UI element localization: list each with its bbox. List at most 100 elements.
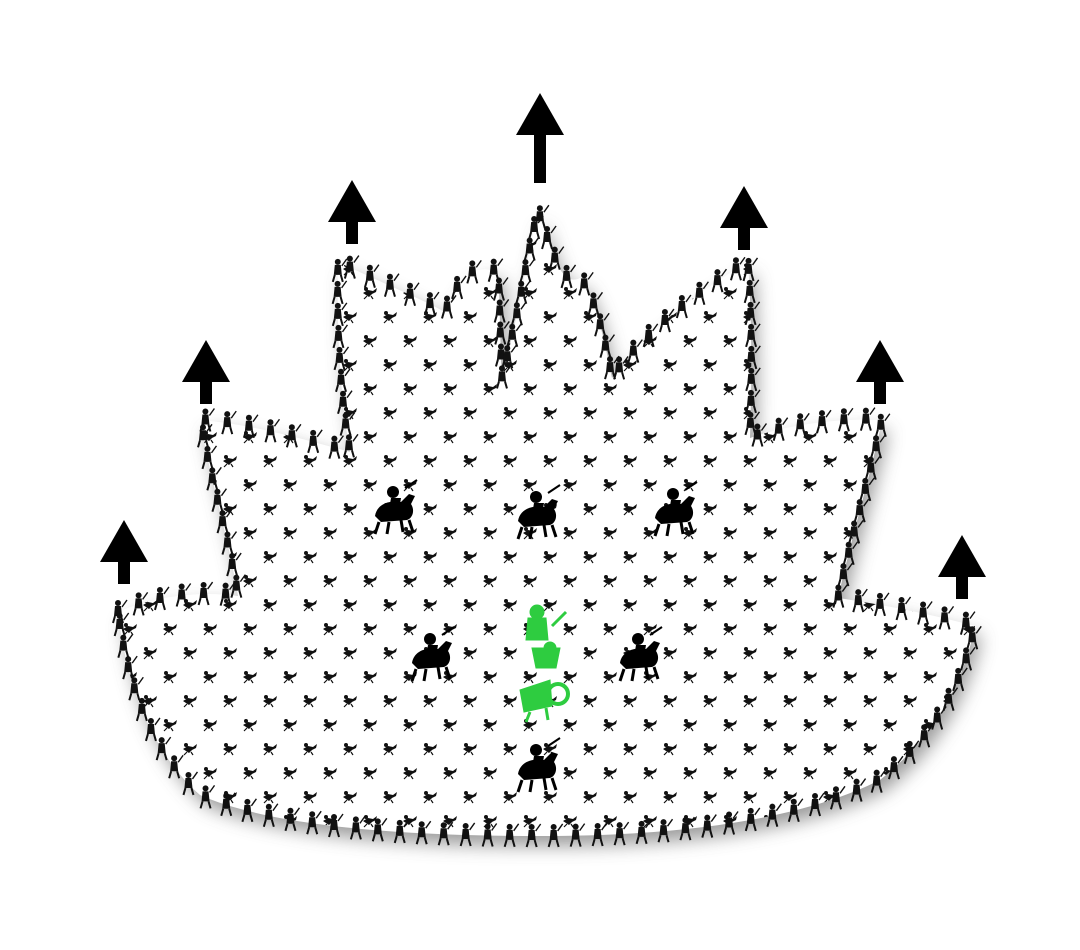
- soldier-glyph-icon: [642, 286, 658, 300]
- soldier-glyph-icon: [602, 286, 618, 300]
- soldier-glyph-icon: [462, 214, 478, 228]
- soldier-glyph-icon: [182, 262, 198, 276]
- soldier-glyph-icon: [942, 262, 958, 276]
- soldier-glyph-icon: [103, 263, 117, 275]
- soldier-glyph-icon: [922, 526, 938, 540]
- soldier-glyph-icon: [302, 310, 318, 324]
- soldier-glyph-icon: [842, 814, 858, 828]
- soldier-glyph-icon: [103, 503, 117, 515]
- soldier-glyph-icon: [262, 310, 278, 324]
- soldier-glyph-icon: [502, 214, 518, 228]
- soldier-glyph-icon: [842, 286, 858, 300]
- soldier-glyph-icon: [262, 214, 278, 228]
- soldier-glyph-icon: [202, 238, 218, 252]
- soldier-glyph-icon: [983, 311, 997, 323]
- soldier-glyph-icon: [983, 647, 997, 659]
- soldier-glyph-icon: [722, 238, 738, 252]
- soldier-glyph-icon: [842, 334, 858, 348]
- soldier-glyph-icon: [282, 238, 298, 252]
- soldier-glyph-icon: [862, 214, 878, 228]
- soldier-glyph-icon: [782, 310, 798, 324]
- soldier-glyph-icon: [122, 238, 138, 252]
- soldier-glyph-icon: [902, 550, 918, 564]
- soldier-glyph-icon: [103, 695, 117, 707]
- soldier-glyph-icon: [242, 286, 258, 300]
- soldier-glyph-icon: [562, 238, 578, 252]
- soldier-glyph-icon: [182, 454, 198, 468]
- soldier-glyph-icon: [682, 238, 698, 252]
- soldier-glyph-icon: [103, 407, 117, 419]
- arrow-up-icon: [328, 180, 376, 244]
- soldier-glyph-icon: [822, 310, 838, 324]
- soldier-glyph-icon: [142, 262, 158, 276]
- soldier-glyph-icon: [322, 238, 338, 252]
- soldier-glyph-icon: [983, 743, 997, 755]
- soldier-glyph-icon: [103, 743, 117, 755]
- soldier-glyph-icon: [242, 334, 258, 348]
- soldier-glyph-icon: [983, 407, 997, 419]
- soldier-glyph-icon: [983, 455, 997, 467]
- soldier-glyph-icon: [922, 766, 938, 780]
- soldier-glyph-icon: [822, 358, 838, 372]
- soldier-glyph-icon: [182, 502, 198, 516]
- soldier-glyph-icon: [862, 310, 878, 324]
- soldier-glyph-icon: [142, 310, 158, 324]
- soldier-glyph-icon: [942, 454, 958, 468]
- soldier-glyph-icon: [142, 214, 158, 228]
- selected-commander-unit[interactable]: [519, 604, 570, 723]
- soldier-glyph-icon: [162, 574, 178, 588]
- soldier-glyph-icon: [862, 262, 878, 276]
- soldier-glyph-icon: [962, 718, 975, 732]
- soldier-glyph-icon: [942, 742, 958, 756]
- soldier-glyph-icon: [103, 311, 117, 323]
- soldier-glyph-icon: [582, 214, 598, 228]
- soldier-glyph-icon: [362, 238, 378, 252]
- soldier-glyph-icon: [282, 382, 298, 396]
- soldier-glyph-icon: [142, 358, 158, 372]
- arrow-up-icon: [100, 520, 148, 584]
- soldier-glyph-icon: [882, 286, 898, 300]
- soldier-glyph-icon: [162, 814, 178, 828]
- soldier-glyph-icon: [162, 382, 178, 396]
- soldier-glyph-icon: [142, 502, 158, 516]
- soldier-glyph-icon: [882, 334, 898, 348]
- soldier-glyph-icon: [922, 430, 938, 444]
- soldier-glyph-icon: [862, 550, 878, 564]
- soldier-glyph-icon: [622, 214, 638, 228]
- soldier-glyph-icon: [382, 262, 398, 276]
- soldier-glyph-icon: [902, 502, 918, 516]
- soldier-glyph-icon: [882, 526, 898, 540]
- soldier-glyph-icon: [103, 647, 117, 659]
- soldier-glyph-icon: [762, 286, 778, 300]
- soldier-glyph-icon: [103, 215, 117, 227]
- soldier-glyph-icon: [922, 478, 938, 492]
- soldier-glyph-icon: [882, 238, 898, 252]
- soldier-glyph-icon: [142, 790, 158, 804]
- soldier-glyph-icon: [942, 502, 958, 516]
- soldier-glyph-icon: [322, 382, 338, 396]
- soldier-glyph-icon: [222, 310, 238, 324]
- soldier-glyph-icon: [983, 791, 997, 803]
- soldier-glyph-icon: [162, 286, 178, 300]
- soldier-glyph-icon: [222, 358, 238, 372]
- soldier-glyph-icon: [962, 814, 975, 828]
- soldier-glyph-icon: [482, 238, 498, 252]
- soldier-glyph-icon: [302, 406, 318, 420]
- soldier-glyph-icon: [902, 358, 918, 372]
- arrow-up-icon: [856, 340, 904, 404]
- soldier-glyph-icon: [162, 334, 178, 348]
- soldier-glyph-icon: [122, 478, 138, 492]
- commander-unit-icon[interactable]: [519, 604, 570, 723]
- soldier-glyph-icon: [882, 814, 898, 828]
- soldier-glyph-icon: [702, 214, 718, 228]
- soldier-glyph-icon: [122, 814, 138, 828]
- soldier-glyph-icon: [162, 526, 178, 540]
- soldier-glyph-icon: [782, 262, 798, 276]
- soldier-glyph-icon: [922, 574, 938, 588]
- soldier-glyph-icon: [822, 214, 838, 228]
- soldier-glyph-icon: [262, 358, 278, 372]
- soldier-glyph-icon: [142, 454, 158, 468]
- soldier-glyph-icon: [103, 791, 117, 803]
- soldier-glyph-icon: [282, 286, 298, 300]
